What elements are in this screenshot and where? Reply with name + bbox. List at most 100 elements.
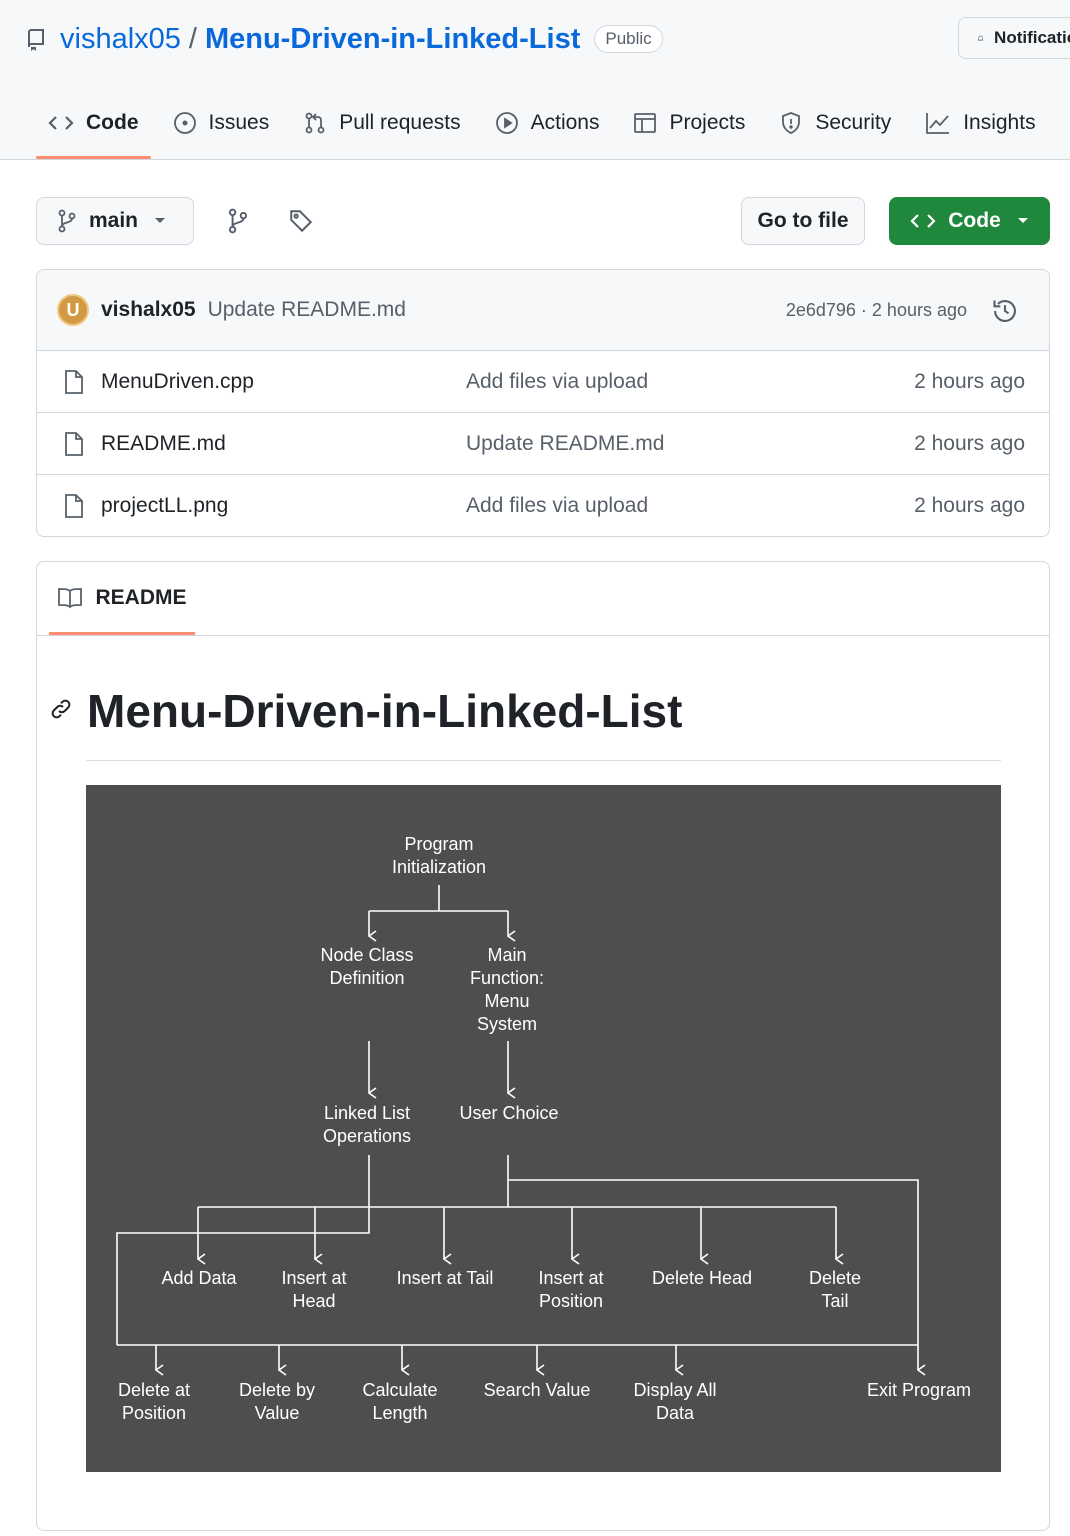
tab-code-label: Code <box>86 111 139 134</box>
node-class-definition: Node Class Definition <box>320 944 413 990</box>
file-name[interactable]: projectLL.png <box>101 494 229 517</box>
node-text: Position <box>538 1291 604 1311</box>
tab-security[interactable]: Security <box>767 100 903 146</box>
file-commit-time: 2 hours ago <box>914 431 1025 455</box>
node-delete-tail: Delete Tail <box>809 1267 861 1313</box>
title-divider <box>86 760 1001 761</box>
node-text: Add Data <box>161 1268 237 1288</box>
node-text: Position <box>121 1403 187 1423</box>
node-insert-at-tail: Insert at Tail <box>397 1267 494 1290</box>
commit-message[interactable]: Update README.md <box>207 298 406 321</box>
node-text: Delete at <box>117 1380 191 1400</box>
file-commit-time: 2 hours ago <box>914 494 1025 517</box>
readme-title-row: Menu-Driven-in-Linked-List <box>49 684 682 738</box>
node-text: User Choice <box>459 1103 559 1123</box>
go-to-file-button[interactable]: Go to file <box>741 197 865 245</box>
node-insert-at-position: Insert at Position <box>538 1267 603 1313</box>
node-text: Definition <box>329 968 405 988</box>
avatar[interactable]: U <box>57 294 89 326</box>
node-text: Program <box>404 834 474 854</box>
tab-projects[interactable]: Projects <box>621 100 757 146</box>
tab-code[interactable]: Code <box>36 100 151 159</box>
tab-insights[interactable]: Insights <box>913 100 1047 146</box>
node-text: Delete Head <box>651 1268 753 1288</box>
repo-name-link[interactable]: Menu-Driven-in-Linked-List <box>204 22 581 55</box>
repo-nav-tabs: Code Issues Pull requests Actions Projec… <box>36 100 1058 160</box>
repo-icon <box>24 27 48 51</box>
repo-title-row: vishalx05 / Menu-Driven-in-Linked-List P… <box>24 18 663 60</box>
caret-down-icon <box>1017 218 1028 223</box>
node-text: Calculate <box>362 1380 438 1400</box>
branches-link[interactable] <box>224 207 252 235</box>
branches-icon <box>228 208 248 234</box>
readme-tab[interactable]: README <box>49 562 195 635</box>
readme-panel: README Menu-Driven-in-Linked-List <box>36 561 1050 1531</box>
node-exit-program: Exit Program <box>867 1379 971 1402</box>
branch-selector[interactable]: main <box>36 197 194 245</box>
node-text: Delete <box>808 1268 862 1288</box>
node-main-function: Main Function: Menu System <box>470 944 544 1036</box>
history-icon[interactable] <box>991 297 1019 330</box>
node-text: Insert at <box>538 1268 604 1288</box>
file-row[interactable]: projectLL.png Add files via upload 2 hou… <box>37 475 1049 536</box>
tab-insights-label: Insights <box>963 111 1036 134</box>
node-search-value: Search Value <box>484 1379 591 1402</box>
node-text: Search Value <box>483 1380 591 1400</box>
tab-projects-label: Projects <box>669 111 746 134</box>
anchor-link-icon[interactable] <box>49 697 73 726</box>
file-name[interactable]: README.md <box>101 431 226 455</box>
file-row[interactable]: README.md Update README.md 2 hours ago <box>37 413 1049 475</box>
node-delete-head: Delete Head <box>652 1267 752 1290</box>
commit-author[interactable]: vishalx05 <box>101 298 196 321</box>
node-text: Insert at Tail <box>396 1268 494 1288</box>
branch-icon <box>58 209 76 233</box>
shield-icon <box>782 112 801 134</box>
tab-security-label: Security <box>815 111 892 134</box>
node-insert-at-head: Insert at Head <box>281 1267 346 1313</box>
pull-request-icon <box>305 112 325 134</box>
code-dropdown-button[interactable]: Code <box>889 197 1050 245</box>
node-text: Insert at <box>281 1268 347 1288</box>
node-text: Delete by <box>238 1380 316 1400</box>
tab-pull-requests[interactable]: Pull requests <box>291 100 472 146</box>
repo-owner-link[interactable]: vishalx05 <box>60 22 181 55</box>
node-text: Operations <box>322 1126 412 1146</box>
flowchart-connectors <box>116 885 1001 1472</box>
tags-link[interactable] <box>287 207 315 235</box>
book-icon <box>58 588 83 609</box>
node-text: Menu <box>484 991 530 1011</box>
file-icon <box>63 369 85 401</box>
file-commit-message[interactable]: Add files via upload <box>466 494 649 517</box>
node-delete-by-value: Delete by Value <box>239 1379 315 1425</box>
node-text: Value <box>254 1403 300 1423</box>
table-icon <box>634 113 657 133</box>
issue-icon <box>173 112 196 134</box>
node-text: Tail <box>821 1291 849 1311</box>
latest-commit-row: U vishalx05 Update README.md 2e6d796 · 2… <box>37 270 1049 351</box>
flowchart-image: Program Initialization Node Class Defini… <box>86 785 1001 1472</box>
tab-actions[interactable]: Actions <box>483 100 612 146</box>
readme-header: README <box>37 562 1049 636</box>
tab-issues[interactable]: Issues <box>161 100 282 146</box>
notifications-button[interactable]: Notifications <box>958 17 1070 59</box>
file-row[interactable]: MenuDriven.cpp Add files via upload 2 ho… <box>37 351 1049 413</box>
node-text: Length <box>372 1403 428 1423</box>
play-icon <box>495 112 518 134</box>
tag-icon <box>290 210 313 233</box>
tab-actions-label: Actions <box>530 111 600 134</box>
node-linked-list-operations: Linked List Operations <box>323 1102 411 1148</box>
file-commit-message[interactable]: Update README.md <box>466 431 665 455</box>
node-text: Linked List <box>323 1103 411 1123</box>
notifications-label: Notifications <box>994 28 1070 47</box>
node-text: Function: <box>469 968 545 988</box>
code-button-label: Code <box>948 209 1001 232</box>
commit-meta[interactable]: 2e6d796 · 2 hours ago <box>785 299 967 320</box>
code-icon <box>910 214 936 228</box>
file-commit-message[interactable]: Add files via upload <box>466 369 649 393</box>
node-add-data: Add Data <box>161 1267 236 1290</box>
node-text: Main <box>487 945 527 965</box>
file-name[interactable]: MenuDriven.cpp <box>101 369 254 393</box>
caret-down-icon <box>155 218 166 223</box>
repo-separator: / <box>188 22 197 55</box>
node-text: Initialization <box>391 857 487 877</box>
